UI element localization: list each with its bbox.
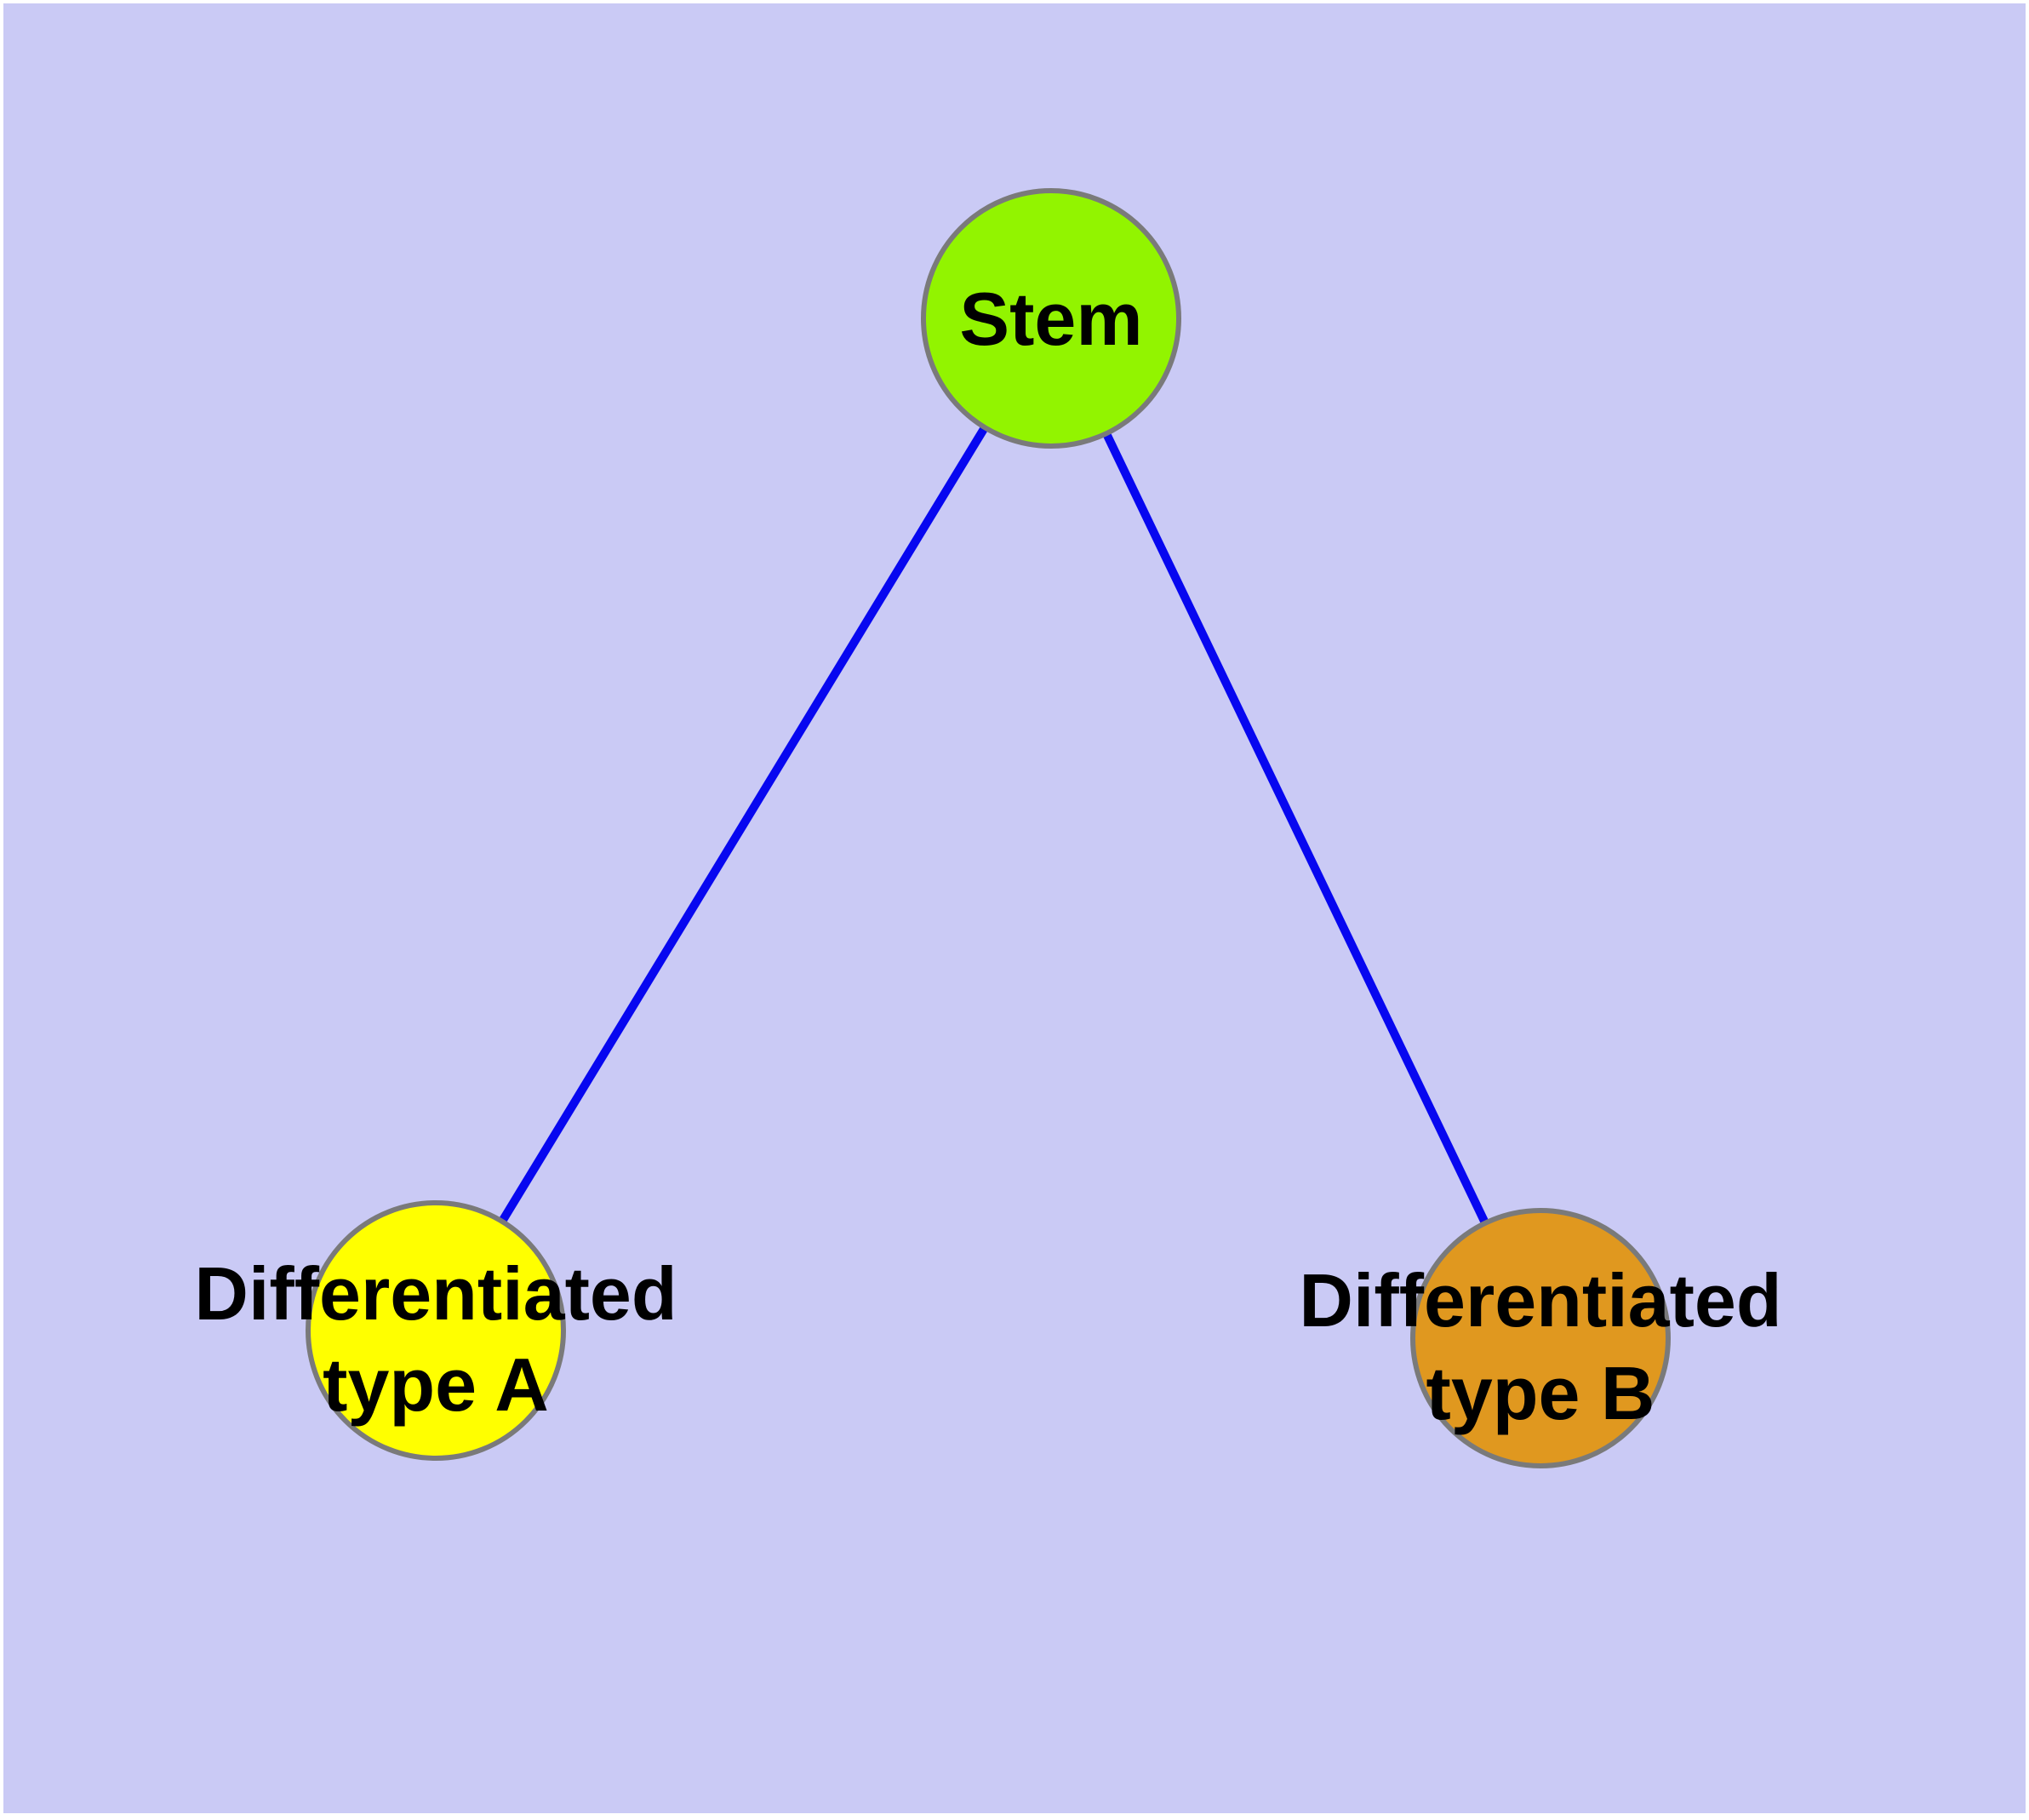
node-stem [921, 188, 1181, 449]
node-type-a-label-line2: type A [323, 1342, 549, 1427]
edge-stem-to-type-a [432, 316, 1055, 1333]
node-stem-label: Stem [959, 277, 1142, 361]
node-type-b-label-line1: Differentiated [1299, 1258, 1781, 1342]
node-differentiated-type-a [306, 1200, 566, 1461]
edge-stem-to-type-b [1047, 316, 1545, 1341]
node-type-a-label-line1: Differentiated [194, 1251, 677, 1336]
node-differentiated-type-b [1410, 1208, 1671, 1468]
node-type-b-label-line2: type B [1426, 1351, 1655, 1435]
